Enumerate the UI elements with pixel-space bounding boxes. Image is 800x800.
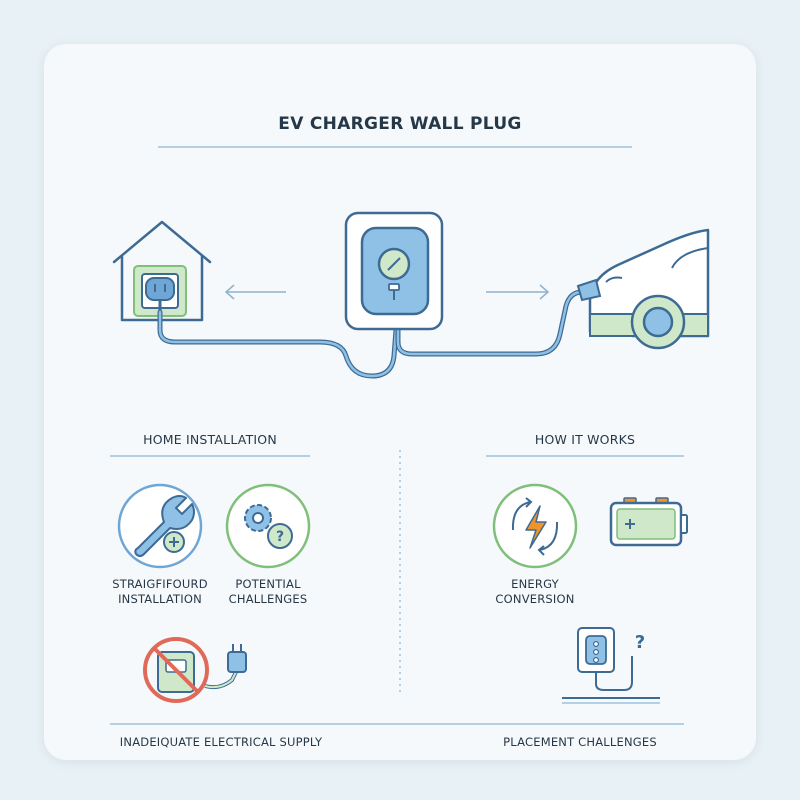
wall-outlet-question-icon: ?: [562, 627, 660, 704]
inadequate-supply-label: INADEIQUATE ELECTRICAL SUPPLY: [119, 735, 323, 749]
diagram-title: EV CHARGER WALL PLUG: [278, 114, 522, 134]
house-icon: [112, 220, 212, 322]
svg-text:?: ?: [276, 529, 284, 545]
how-it-works-heading: HOW IT WORKS: [534, 432, 636, 447]
lightning-cycle-icon: [492, 483, 578, 569]
wall-charger-icon: [344, 211, 444, 331]
energy-conversion-label: ENERGY CONVERSION: [495, 577, 575, 606]
gear-question-icon: ?: [225, 483, 311, 569]
straightforward-installation-label: STRAIGFIFOURD INSTALLATION: [112, 577, 208, 606]
arrow-left-icon: [224, 284, 286, 300]
car-connector-icon: [576, 278, 602, 302]
no-outlet-icon: [143, 637, 209, 703]
cable-fill: [158, 310, 398, 378]
placement-challenges-label: PLACEMENT CHALLENGES: [503, 735, 657, 749]
potential-challenges-label: POTENTIAL CHALLENGES: [228, 577, 308, 606]
car-icon: [588, 228, 710, 350]
home-installation-heading: HOME INSTALLATION: [143, 432, 277, 447]
battery-icon: [609, 497, 688, 547]
svg-text:?: ?: [635, 632, 645, 653]
plug-icon: [204, 644, 247, 690]
arrow-right-icon: [486, 284, 550, 300]
wrench-plus-icon: [117, 483, 203, 569]
